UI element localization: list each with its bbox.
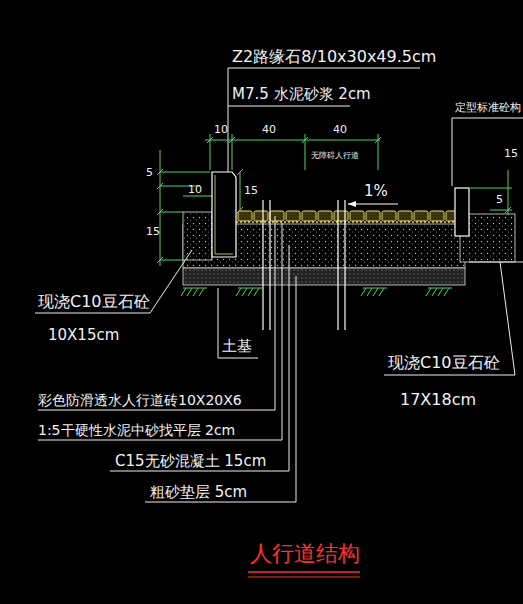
dimension-label: 40 <box>262 124 276 135</box>
callout-label: 现浇C10豆石砼 <box>38 294 150 310</box>
paving-brick <box>302 211 316 221</box>
callout-label: 粗砂垫层 5cm <box>150 485 247 500</box>
paving-brick <box>318 211 332 221</box>
dimension-label: 10 <box>188 184 202 195</box>
callout-label: M7.5 水泥砂浆 2cm <box>232 87 371 102</box>
dimension-label: 40 <box>333 124 347 135</box>
dimension-label: 10 <box>214 124 228 135</box>
paving-brick <box>286 211 300 221</box>
callout-label: Z2路缘石8/10x30x49.5cm <box>232 49 436 65</box>
callout-label: 现浇C10豆石砼 <box>388 355 500 371</box>
callout-label: 彩色防滑透水人行道砖10X20X6 <box>38 393 242 407</box>
callout-label: C15无砂混凝土 15cm <box>115 454 266 469</box>
callout-label: 1:5干硬性水泥中砂找平层 2cm <box>38 423 235 437</box>
slope-label: 1% <box>364 184 388 199</box>
paving-brick <box>334 211 348 221</box>
paving-brick <box>238 211 252 221</box>
dimension-label: 15 <box>244 185 258 196</box>
dimension-note: 无障碍人行道 <box>311 152 359 160</box>
callout-label: 10X15cm <box>48 328 119 343</box>
callout-label: 土基 <box>222 339 252 354</box>
paving-brick <box>414 211 428 221</box>
paving-brick <box>430 211 444 221</box>
paving-brick <box>270 211 284 221</box>
paving-brick <box>382 211 396 221</box>
callout-label: 17X18cm <box>400 392 476 408</box>
paving-brick <box>366 211 380 221</box>
dimension-label: 5 <box>496 194 503 205</box>
dimension-label: 15 <box>146 226 160 237</box>
drawing-title: 人行道结构 <box>250 543 360 565</box>
dimension-label: 5 <box>146 167 153 178</box>
dimension-label: 15 <box>504 148 518 159</box>
paving-brick <box>254 211 268 221</box>
paving-brick <box>350 211 364 221</box>
paving-brick <box>398 211 412 221</box>
callout-label: 定型标准砼构 <box>455 102 521 113</box>
